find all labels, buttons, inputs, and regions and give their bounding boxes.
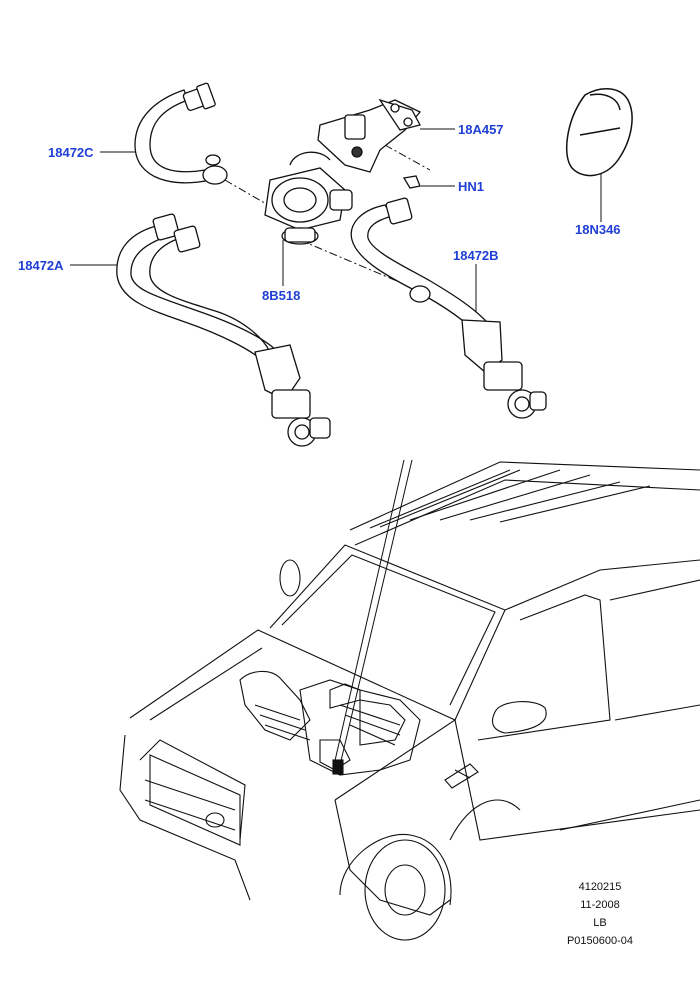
callout-18472a: 18472A [18, 258, 64, 273]
leader-engine-bay-b [333, 459, 405, 766]
hose-18472c-icon [134, 82, 228, 185]
pump-bracket-18a457-icon [317, 98, 422, 173]
reference-code: 4120215 [578, 881, 622, 893]
callout-18472c: 18472C [48, 145, 94, 160]
hose-18472a-icon [116, 213, 331, 447]
callout-hn1: HN1 [458, 179, 485, 194]
reference-plate: P0150600-04 [566, 935, 634, 947]
hose-18472b-icon [350, 197, 547, 419]
leader-lines [70, 128, 602, 766]
leader-engine-bay-a [339, 459, 413, 766]
callout-18472b: 18472B [453, 248, 499, 263]
reference-date: 11-2008 [580, 899, 620, 911]
vehicle-outline-icon [119, 461, 700, 941]
callout-18n346: 18N346 [575, 222, 621, 237]
assembly-line-1 [224, 179, 269, 206]
callout-8b518: 8B518 [262, 288, 301, 303]
assembly-line-3 [384, 144, 431, 171]
assembly-line-2 [299, 239, 419, 291]
reference-region: LB [593, 917, 607, 929]
auxiliary-water-pump-icon [264, 151, 353, 245]
clip-hn1-icon [402, 175, 421, 189]
insulation-pad-18n346-icon [566, 88, 633, 177]
callout-18a457: 18A457 [458, 122, 504, 137]
